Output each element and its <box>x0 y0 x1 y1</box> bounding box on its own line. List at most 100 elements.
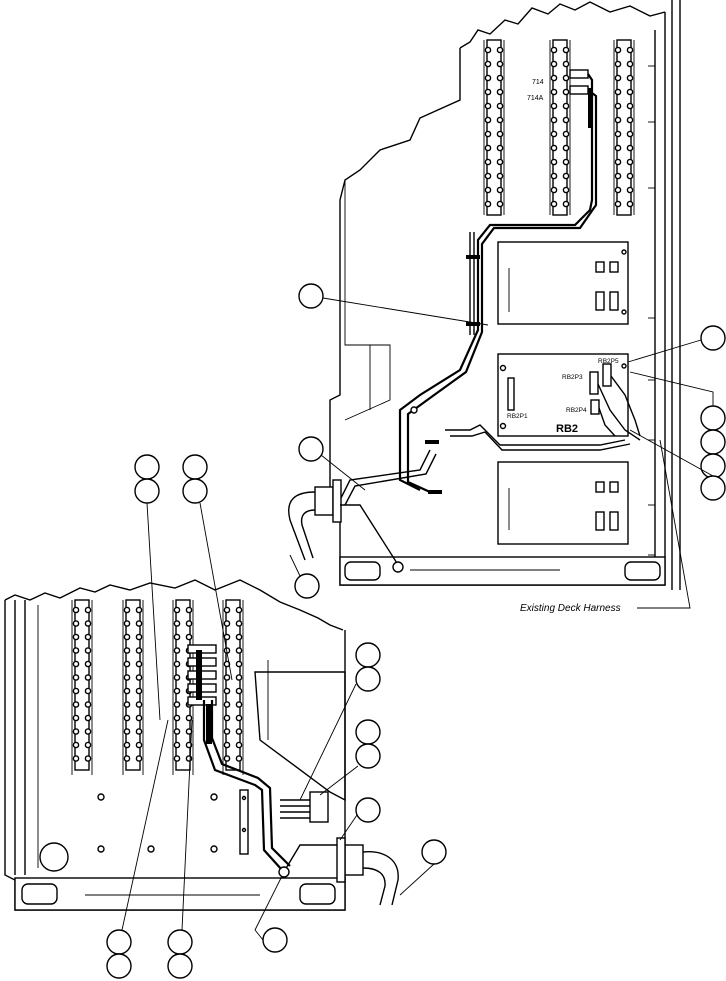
terminal-screw <box>484 172 492 180</box>
plug-714a <box>569 85 589 95</box>
terminal-screw <box>484 116 492 124</box>
callout-lower-14 <box>167 953 193 979</box>
terminal-screw <box>84 714 92 722</box>
terminal-screw <box>84 755 92 762</box>
terminal-screw <box>84 606 92 614</box>
terminal-screw <box>72 620 80 627</box>
terminal-screw <box>562 60 570 68</box>
terminal-screw <box>484 88 492 96</box>
terminal-screw <box>223 620 231 627</box>
terminal-screw <box>235 620 243 627</box>
lower-ground-lug <box>278 866 290 878</box>
terminal-screw <box>123 660 131 668</box>
terminal-screw <box>562 158 570 166</box>
callout-lower-7 <box>355 719 381 745</box>
lower-hole-3 <box>147 845 155 853</box>
upper-terminal-strip-middle <box>549 39 571 216</box>
terminal-screw <box>135 755 143 762</box>
upper-rail-marks <box>648 65 655 556</box>
terminal-screw <box>72 606 80 614</box>
leader-lower-14 <box>181 719 193 931</box>
terminal-screw <box>173 687 181 695</box>
callout-lower-11 <box>106 929 132 955</box>
terminal-screw <box>562 186 570 194</box>
callout-lower-12 <box>106 953 132 979</box>
terminal-screw <box>173 701 181 708</box>
terminal-screw <box>626 116 634 124</box>
terminal-screw <box>626 144 634 152</box>
terminal-screw <box>185 755 193 762</box>
terminal-screw <box>550 172 558 180</box>
terminal-screw <box>84 741 92 749</box>
terminal-screw <box>235 701 243 708</box>
terminal-screw <box>123 674 131 681</box>
terminal-screw <box>135 701 143 708</box>
upper-slot-right <box>624 561 661 581</box>
terminal-screw <box>626 46 634 54</box>
callout-lower-13 <box>167 929 193 955</box>
cable-tie-2 <box>466 322 480 326</box>
rb2-wire-1 <box>597 383 641 441</box>
label-714a: 714A <box>527 95 544 102</box>
terminal-screw <box>173 741 181 749</box>
terminal-screw <box>550 88 558 96</box>
callout-upper-8 <box>700 475 726 501</box>
callout-upper-7 <box>700 453 726 479</box>
terminal-screw <box>550 46 558 54</box>
terminal-screw <box>614 200 622 208</box>
leader-upper-8 <box>629 429 714 477</box>
callout-lower-2 <box>134 478 160 504</box>
terminal-screw <box>626 172 634 180</box>
lower-hole-1 <box>97 793 105 801</box>
terminal-screw <box>223 701 231 708</box>
relay-board-upper <box>497 241 629 325</box>
terminal-screw <box>496 158 504 166</box>
terminal-screw <box>550 158 558 166</box>
terminal-screw <box>484 130 492 138</box>
label-rb2p5: RB2P5 <box>598 358 619 365</box>
terminal-screw <box>123 687 131 695</box>
terminal-screw <box>123 755 131 762</box>
leader-existing-harness <box>637 439 691 609</box>
terminal-screw <box>72 701 80 708</box>
callout-lower-3 <box>182 454 208 480</box>
terminal-screw <box>72 714 80 722</box>
terminal-screw <box>235 755 243 762</box>
leader-lower-4 <box>199 502 233 681</box>
terminal-screw <box>484 158 492 166</box>
lower-connector-wires <box>280 799 310 819</box>
terminal-screw <box>235 728 243 735</box>
leader-lower-6 <box>299 683 357 801</box>
lower-slant-panel <box>254 671 346 802</box>
terminal-screw <box>496 88 504 96</box>
lower-bracket <box>239 789 249 855</box>
lower-panel <box>4 579 399 911</box>
terminal-screw <box>173 728 181 735</box>
terminal-screw <box>550 102 558 110</box>
terminal-screw <box>72 755 80 762</box>
terminal-screw <box>496 46 504 54</box>
terminal-screw <box>562 172 570 180</box>
terminal-screw <box>84 687 92 695</box>
cable-tie-3 <box>425 440 439 444</box>
terminal-screw <box>550 144 558 152</box>
lower-slot-right <box>299 883 336 905</box>
lower-hole-4 <box>210 793 218 801</box>
callout-lower-15 <box>262 927 288 953</box>
lower-large-hole <box>39 842 69 872</box>
lower-ground-wire <box>284 844 337 871</box>
lower-harness-b <box>210 700 291 867</box>
callout-upper-6 <box>700 429 726 455</box>
terminal-screw <box>550 186 558 194</box>
leader-upper-5 <box>629 371 714 406</box>
connector-rb2p3 <box>589 371 599 395</box>
terminal-screw <box>235 741 243 749</box>
connector-rb2p4 <box>590 399 600 415</box>
terminal-screw <box>484 144 492 152</box>
terminal-screw <box>185 633 193 641</box>
terminal-screw <box>173 674 181 681</box>
terminal-screw <box>135 687 143 695</box>
callout-upper-3 <box>294 573 320 599</box>
terminal-screw <box>484 46 492 54</box>
terminal-screw <box>173 714 181 722</box>
